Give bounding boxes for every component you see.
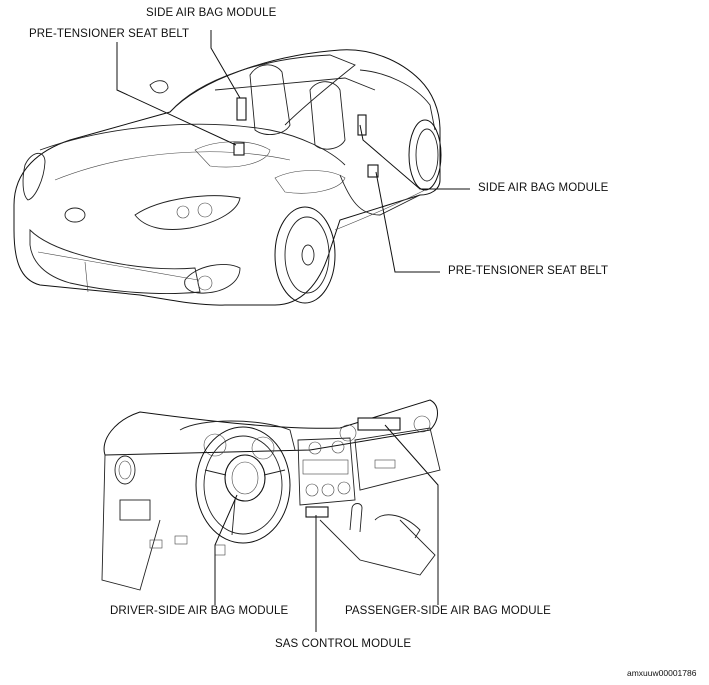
car-seat-cushion-left [194,141,271,168]
car-fog-light [184,263,241,294]
control-knob [321,483,335,497]
car-seat-cushion-right [274,170,346,194]
steering-wheel-inner [203,435,283,535]
driver-airbag-hub-inner [231,461,259,495]
glovebox-handle [374,459,396,469]
pretensioner-seat-belt-right-part [367,164,379,178]
control-knob [305,483,319,497]
sas-control-module-part [305,506,329,518]
pedal [174,535,188,545]
car-headlight-lens [197,202,213,218]
car-fog-lens [197,275,213,291]
label-passenger-airbag: PASSENGER-SIDE AIR BAG MODULE [345,605,551,617]
left-switch-panel [119,499,151,521]
pedal [214,544,226,556]
car-front-emblem [64,207,86,223]
car-headlight-left [22,152,46,201]
left-vent-inner [118,460,132,480]
control-knob [337,481,351,495]
label-pretensioner-right: PRE-TENSIONER SEAT BELT [448,265,609,277]
center-tunnel [319,519,436,576]
label-driver-airbag: DRIVER-SIDE AIR BAG MODULE [110,605,289,617]
car-headlight-right [134,195,241,230]
car-hood-line [39,123,346,166]
label-side-airbag-top: SIDE AIR BAG MODULE [146,7,277,19]
car-grille-slat [84,261,89,293]
car-front-hub [301,244,315,266]
audio-unit [302,459,349,475]
car-seat-right [309,81,346,150]
car-front-rim [284,216,330,294]
car-grille [29,228,201,294]
side-airbag-module-left-part [236,97,247,121]
pedal [149,539,163,549]
car-side-sill [334,189,426,231]
car-illustration [13,49,442,306]
car-door-line [339,174,421,216]
car-seat-left [249,64,291,136]
hand-brake [374,514,421,539]
instrument-gauge [203,433,227,457]
pretensioner-seat-belt-left-part [233,142,245,156]
left-vent [114,455,136,485]
passenger-vent [339,424,357,442]
label-pretensioner-top: PRE-TENSIONER SEAT BELT [29,28,190,40]
passenger-vent [413,415,431,433]
car-hood-crease [54,151,291,181]
car-rear-deck [359,69,436,131]
center-stack [297,437,356,506]
steering-spoke [263,469,286,476]
car-side-mirror [149,80,169,94]
car-headlight-lens [176,205,190,219]
center-vent [331,440,345,454]
label-side-airbag-right: SIDE AIR BAG MODULE [478,182,609,194]
instrument-hood [179,420,296,451]
figure-reference-code: amxuuw00001786 [627,668,697,678]
label-sas-module: SAS CONTROL MODULE [275,638,412,650]
car-front-wheel [274,206,336,304]
side-airbag-module-right-part [357,114,367,136]
driver-airbag-hub [224,454,266,502]
passenger-dash-face [354,427,441,491]
car-windshield [169,54,356,126]
dashboard-leader-lines [214,424,439,632]
steering-wheel [195,426,291,544]
car-leader-lines [116,30,470,273]
car-windshield-frame [214,77,376,91]
car-grille-slat [37,251,199,281]
dashboard-illustration [101,399,441,591]
instrument-gauge [251,436,275,460]
shift-lever [349,503,363,533]
steering-spoke [231,499,236,536]
steering-spoke [204,469,227,476]
dash-left-panel [101,454,161,591]
center-vent [308,441,322,455]
car-rear-rim [415,128,439,182]
car-rear-wheel [408,119,442,191]
car-body-outline [13,49,441,306]
passenger-airbag-module-part [357,417,401,431]
